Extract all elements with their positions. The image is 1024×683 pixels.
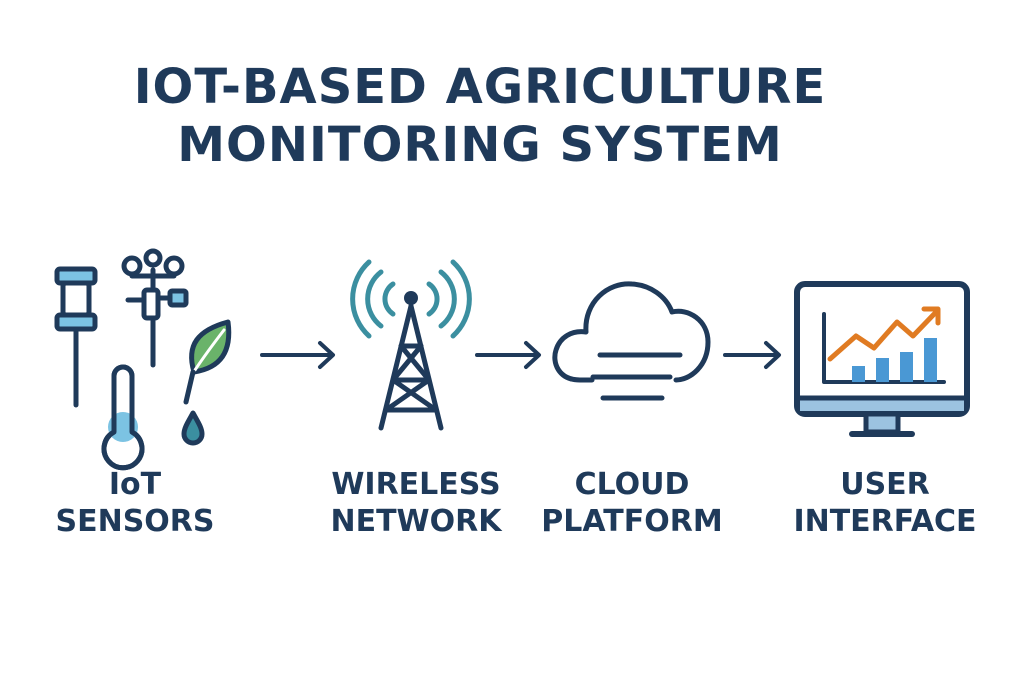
stage-label-line-1: IoT — [108, 467, 162, 502]
page-title: IOT-BASED AGRICULTURE MONITORING SYSTEM — [0, 58, 960, 174]
flow-arrow-3 — [723, 341, 781, 369]
flow-arrow-1 — [260, 341, 335, 369]
thermometer-icon — [101, 364, 145, 471]
soil-probe-icon — [54, 266, 98, 408]
stage-label-line-2: PLATFORM — [541, 504, 723, 539]
title-line-1: IOT-BASED AGRICULTURE — [133, 59, 827, 115]
cloud-icon — [552, 281, 711, 401]
title-line-2: MONITORING SYSTEM — [177, 117, 783, 173]
antenna-tower-icon — [350, 259, 472, 431]
sensors-icon — [54, 248, 232, 471]
water-drop-icon — [181, 410, 205, 446]
stage-label-wireless-network: WIRELESS NETWORK — [316, 466, 516, 540]
stage-label-line-1: WIRELESS — [331, 467, 501, 502]
stage-label-user-interface: USER INTERFACE — [780, 466, 990, 540]
monitor-chart-icon — [794, 281, 970, 437]
stage-label-line-1: CLOUD — [574, 467, 690, 502]
leaf-icon — [183, 319, 232, 405]
stage-label-line-2: INTERFACE — [793, 504, 977, 539]
flow-arrow-2 — [475, 341, 541, 369]
stage-label-line-2: SENSORS — [55, 504, 215, 539]
stage-label-iot-sensors: IoT SENSORS — [40, 466, 230, 540]
stage-label-cloud-platform: CLOUD PLATFORM — [532, 466, 732, 540]
stage-label-line-2: NETWORK — [330, 504, 502, 539]
stage-label-line-1: USER — [840, 467, 930, 502]
weather-station-icon — [121, 248, 189, 368]
